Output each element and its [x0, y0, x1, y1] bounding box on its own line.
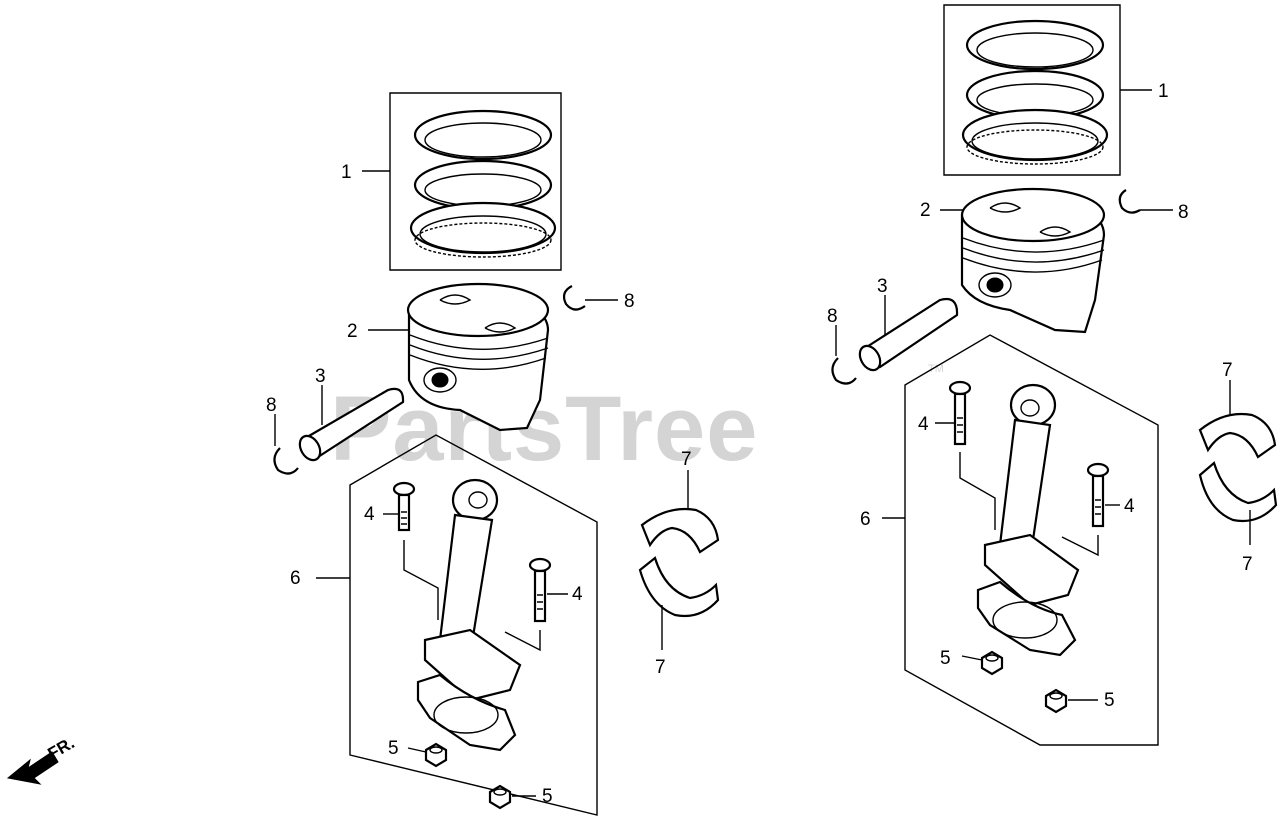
callout-left-bearing-upper: 7 [681, 449, 692, 470]
left-bearing-upper[interactable] [640, 507, 720, 554]
callout-right-rod-assembly: 6 [860, 509, 871, 530]
callout-left-bearing-lower: 7 [655, 657, 666, 678]
callout-right-rings: 1 [1158, 81, 1169, 102]
right-bearing-upper[interactable] [1198, 412, 1277, 459]
left-rod-nut-upper[interactable] [424, 742, 448, 768]
right-rod-nut-lower[interactable] [1044, 688, 1068, 714]
right-rod-assembly-box [904, 334, 1159, 746]
callout-right-circlip-left: 8 [827, 306, 838, 327]
left-rod-bolt-left[interactable] [392, 481, 416, 532]
right-rod-nut-upper[interactable] [980, 650, 1004, 676]
callout-left-bolt-right: 4 [572, 584, 583, 605]
left-piston[interactable] [406, 282, 550, 432]
callout-left-pin: 3 [315, 366, 326, 387]
right-connecting-rod[interactable] [976, 383, 1080, 657]
callout-right-nut-upper: 5 [940, 648, 951, 669]
callout-left-circlip-left: 8 [266, 395, 277, 416]
callout-left-rings: 1 [341, 162, 352, 183]
callout-right-piston: 2 [920, 200, 931, 221]
callout-right-bearing-lower: 7 [1242, 554, 1253, 575]
callout-right-circlip-right: 8 [1178, 202, 1189, 223]
callout-right-bolt-right: 4 [1124, 496, 1135, 517]
callout-right-nut-lower: 5 [1104, 690, 1115, 711]
left-assembly: 1 2 8 3 8 [266, 92, 720, 816]
right-piston-ring-set[interactable] [943, 4, 1121, 176]
left-circlip-right[interactable] [562, 285, 586, 311]
left-rod-assembly-box [349, 434, 598, 816]
callout-right-bearing-upper: 7 [1222, 360, 1233, 381]
front-direction-arrow-icon [6, 751, 59, 785]
right-rod-bolt-right[interactable] [1086, 462, 1110, 528]
right-rod-bolt-left[interactable] [948, 380, 972, 446]
left-piston-pin[interactable] [296, 387, 405, 464]
left-rod-bolt-right[interactable] [528, 557, 552, 623]
left-rod-nut-lower[interactable] [488, 784, 512, 810]
callout-left-nut-lower: 5 [542, 786, 553, 807]
callout-right-bolt-left: 4 [918, 414, 929, 435]
callout-right-pin: 3 [877, 276, 888, 297]
right-piston-pin[interactable] [856, 297, 959, 374]
callout-left-rod-assembly: 6 [290, 568, 301, 589]
left-connecting-rod[interactable] [416, 478, 522, 752]
right-bearing-lower[interactable] [1198, 461, 1278, 523]
callout-left-nut-upper: 5 [388, 738, 399, 759]
right-circlip-right[interactable] [1118, 189, 1141, 214]
callout-left-circlip-right: 8 [624, 291, 635, 312]
callout-left-bolt-left: 4 [364, 504, 375, 525]
left-bearing-lower[interactable] [638, 556, 720, 618]
callout-left-piston: 2 [347, 321, 358, 342]
left-circlip-left[interactable] [273, 447, 299, 475]
left-piston-ring-set[interactable] [389, 92, 562, 271]
right-circlip-left[interactable] [831, 357, 857, 385]
right-piston[interactable] [960, 187, 1106, 334]
watermark-trademark: TM [928, 363, 944, 375]
right-assembly: 1 2 8 3 8 6 [827, 4, 1278, 746]
